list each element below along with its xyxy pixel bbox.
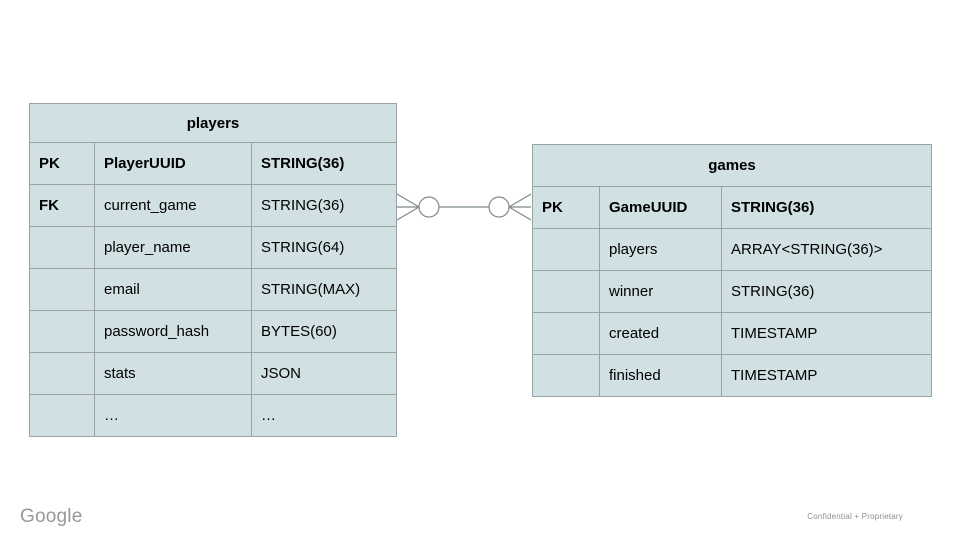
zero-cardinality-icon — [418, 196, 440, 218]
cell-type: TIMESTAMP — [721, 355, 931, 396]
cell-key: PK — [39, 155, 60, 172]
cell-type: STRING(MAX) — [251, 269, 396, 310]
cell-type: STRING(64) — [251, 227, 396, 268]
cell-key: PK — [542, 199, 563, 216]
cell-key — [30, 227, 94, 268]
cell-key — [30, 353, 94, 394]
cell-type: … — [251, 395, 396, 436]
cell-type: STRING(36) — [721, 187, 931, 228]
cell-key — [30, 269, 94, 310]
crows-foot-many-icon — [396, 193, 420, 221]
cell-field: created — [599, 313, 721, 354]
table-row: …… — [30, 394, 396, 436]
cell-field: current_game — [94, 185, 251, 226]
cell-type: JSON — [251, 353, 396, 394]
cell-type: STRING(36) — [251, 143, 396, 184]
confidential-note: Confidential + Proprietary — [807, 512, 903, 521]
cell-field: … — [94, 395, 251, 436]
cell-key — [533, 229, 599, 270]
cell-field: password_hash — [94, 311, 251, 352]
cell-key: FK — [39, 197, 59, 214]
cell-type: STRING(36) — [721, 271, 931, 312]
google-logo: Google — [20, 506, 83, 527]
cell-type: ARRAY<STRING(36)> — [721, 229, 931, 270]
cell-field: GameUUID — [599, 187, 721, 228]
cell-field: winner — [599, 271, 721, 312]
cell-field: PlayerUUID — [94, 143, 251, 184]
cell-key — [30, 395, 94, 436]
table-title: games — [533, 145, 931, 187]
cell-key — [533, 271, 599, 312]
cell-field: players — [599, 229, 721, 270]
cell-type: STRING(36) — [251, 185, 396, 226]
cell-key — [30, 311, 94, 352]
cell-type: BYTES(60) — [251, 311, 396, 352]
cell-key — [533, 355, 599, 396]
cell-field: finished — [599, 355, 721, 396]
cell-field: player_name — [94, 227, 251, 268]
table-title: players — [30, 104, 396, 143]
cell-field: email — [94, 269, 251, 310]
cell-type: TIMESTAMP — [721, 313, 931, 354]
zero-cardinality-icon — [488, 196, 510, 218]
cell-field: stats — [94, 353, 251, 394]
crows-foot-many-icon — [508, 193, 532, 221]
cell-key — [533, 313, 599, 354]
